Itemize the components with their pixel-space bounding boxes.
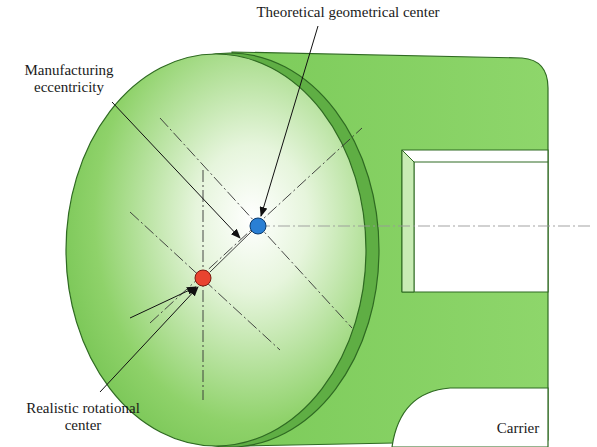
part-label: Carrier (478, 420, 558, 437)
geometric-center-dot (250, 218, 266, 234)
leader-lines (100, 26, 318, 392)
disk-face (66, 54, 366, 446)
carrier-window (402, 150, 548, 292)
rotation-axis (258, 226, 592, 227)
window-bevel (402, 150, 548, 292)
window-side (402, 150, 414, 292)
rotational-center-dot (195, 270, 211, 286)
callout-label: Manufacturing eccentricity (14, 62, 124, 96)
center-lines (130, 118, 362, 400)
callout-label: Realistic rotational center (8, 400, 158, 434)
carrier-bottom-opening (392, 388, 548, 447)
callout-label: Theoretical geometrical center (228, 4, 468, 21)
